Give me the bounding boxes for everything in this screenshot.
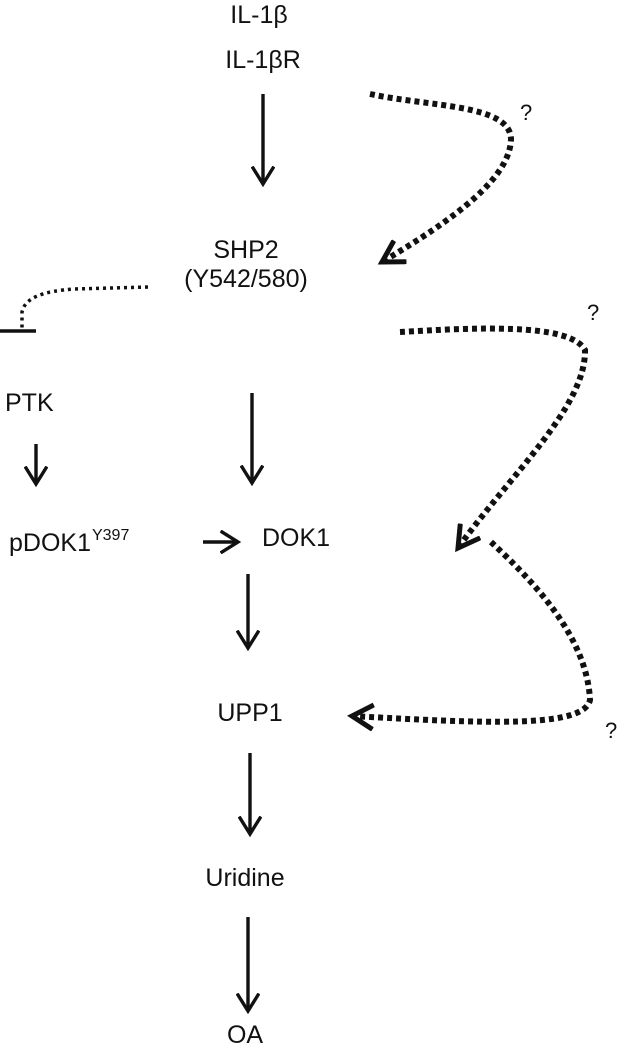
pdok1-label: pDOK1 [9, 529, 91, 557]
node-il1br: IL-1βR [225, 46, 301, 74]
shp2-inhibition-line [20, 285, 149, 330]
dotted-arrow-shp2-to-dok1 [399, 325, 589, 548]
dotted-arrow-il1br-to-shp2 [369, 91, 515, 265]
node-ptk: PTK [5, 389, 54, 417]
dotted-arrow-dok1-to-upp1 [352, 539, 594, 722]
question-mark-3: ? [605, 718, 618, 743]
shp2-sites-label: (Y542/580) [184, 264, 308, 293]
node-uridine: Uridine [205, 864, 285, 892]
node-upp1: UPP1 [217, 699, 283, 727]
question-mark-1: ? [520, 100, 533, 125]
node-dok1: DOK1 [262, 524, 331, 552]
node-shp2: SHP2 (Y542/580) [184, 236, 308, 294]
question-mark-2: ? [587, 300, 600, 325]
node-il1b: IL-1β [230, 1, 288, 29]
node-oa: OA [226, 1021, 264, 1049]
pdok1-site-label: Y397 [91, 527, 130, 544]
node-pdok1: pDOK1Y397 [9, 527, 130, 558]
shp2-label: SHP2 [213, 236, 279, 264]
